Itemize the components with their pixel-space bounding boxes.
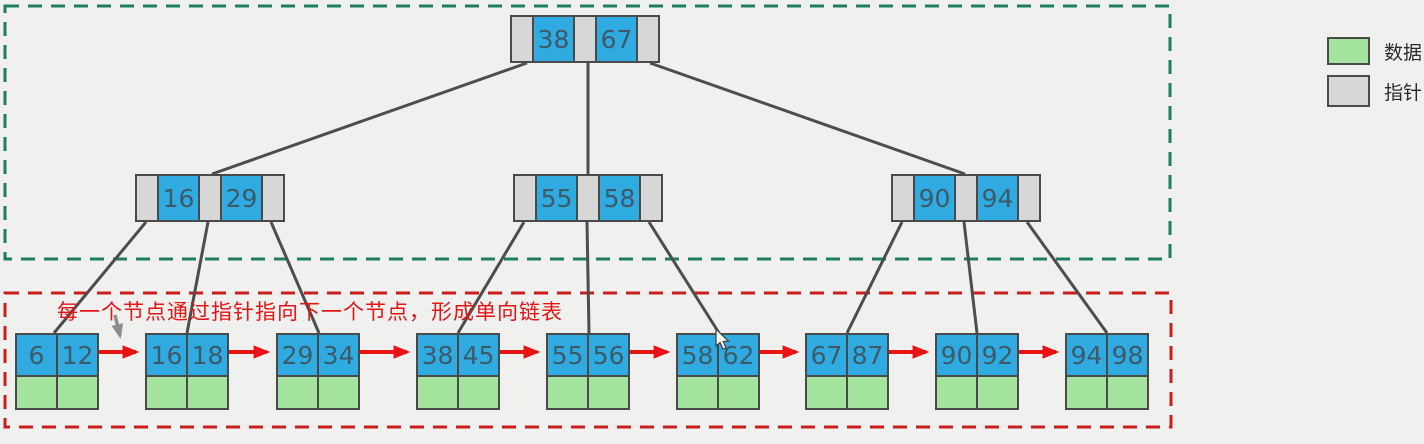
- leaf-node-5: 55 56: [546, 333, 630, 410]
- legend-item-pointer: 指针: [1327, 75, 1422, 107]
- pointer-cell: [510, 15, 534, 63]
- key-cell: 55: [535, 174, 578, 222]
- pointer-cell: [636, 15, 660, 63]
- data-cell: [546, 375, 589, 410]
- data-cell: [1065, 375, 1108, 410]
- pointer-swatch: [1327, 75, 1370, 107]
- key-cell: 90: [935, 333, 978, 377]
- data-cell: [846, 375, 889, 410]
- leaf-node-4: 38 45: [416, 333, 500, 410]
- key-cell: 16: [145, 333, 188, 377]
- internal-node-2: 55 58: [513, 174, 663, 222]
- pointer-cell: [891, 174, 915, 222]
- data-cell: [805, 375, 848, 410]
- data-cell: [587, 375, 630, 410]
- key-cell: 55: [546, 333, 589, 377]
- key-cell: 6: [15, 333, 58, 377]
- key-cell: 67: [595, 15, 638, 63]
- key-cell: 16: [157, 174, 200, 222]
- pointer-cell: [954, 174, 978, 222]
- leaf-node-7: 67 87: [805, 333, 889, 410]
- key-cell: 12: [56, 333, 99, 377]
- data-cell: [1106, 375, 1149, 410]
- data-cell: [186, 375, 229, 410]
- key-cell: 38: [416, 333, 459, 377]
- leaf-node-2: 16 18: [145, 333, 229, 410]
- key-cell: 92: [976, 333, 1019, 377]
- data-cell: [717, 375, 760, 410]
- key-cell: 94: [976, 174, 1019, 222]
- internal-node-3: 90 94: [891, 174, 1041, 222]
- pointer-cell: [639, 174, 663, 222]
- key-cell: 56: [587, 333, 630, 377]
- leaf-node-3: 29 34: [276, 333, 360, 410]
- data-cell: [457, 375, 500, 410]
- data-cell: [276, 375, 319, 410]
- key-cell: 90: [913, 174, 956, 222]
- data-cell: [15, 375, 58, 410]
- key-cell: 38: [532, 15, 575, 63]
- data-cell: [145, 375, 188, 410]
- root-node: 38 67: [510, 15, 660, 63]
- data-cell: [56, 375, 99, 410]
- data-swatch: [1327, 37, 1370, 65]
- legend-label: 数据: [1384, 41, 1423, 64]
- key-cell: 67: [805, 333, 848, 377]
- legend-item-data: 数据: [1327, 37, 1422, 65]
- internal-node-1: 16 29: [135, 174, 285, 222]
- data-cell: [317, 375, 360, 410]
- pointer-cell: [576, 174, 600, 222]
- leaf-node-9: 94 98: [1065, 333, 1149, 410]
- key-cell: 45: [457, 333, 500, 377]
- key-cell: 58: [676, 333, 719, 377]
- pointer-cell: [261, 174, 285, 222]
- key-cell: 87: [846, 333, 889, 377]
- linked-list-annotation: 每一个节点通过指针指向下一个节点，形成单向链表: [57, 300, 563, 324]
- pointer-cell: [573, 15, 597, 63]
- pointer-cell: [1017, 174, 1041, 222]
- key-cell: 98: [1106, 333, 1149, 377]
- data-cell: [935, 375, 978, 410]
- data-cell: [676, 375, 719, 410]
- pointer-cell: [135, 174, 159, 222]
- leaf-node-8: 90 92: [935, 333, 1019, 410]
- leaf-node-1: 6 12: [15, 333, 99, 410]
- legend-label: 指针: [1384, 81, 1423, 104]
- key-cell: 29: [276, 333, 319, 377]
- key-cell: 18: [186, 333, 229, 377]
- key-cell: 29: [220, 174, 263, 222]
- pointer-cell: [513, 174, 537, 222]
- key-cell: 34: [317, 333, 360, 377]
- data-cell: [976, 375, 1019, 410]
- leaf-node-6: 58 62: [676, 333, 760, 410]
- data-cell: [416, 375, 459, 410]
- pointer-cell: [198, 174, 222, 222]
- key-cell: 58: [598, 174, 641, 222]
- key-cell: 94: [1065, 333, 1108, 377]
- key-cell: 62: [717, 333, 760, 377]
- legend: 数据 指针: [1327, 37, 1422, 117]
